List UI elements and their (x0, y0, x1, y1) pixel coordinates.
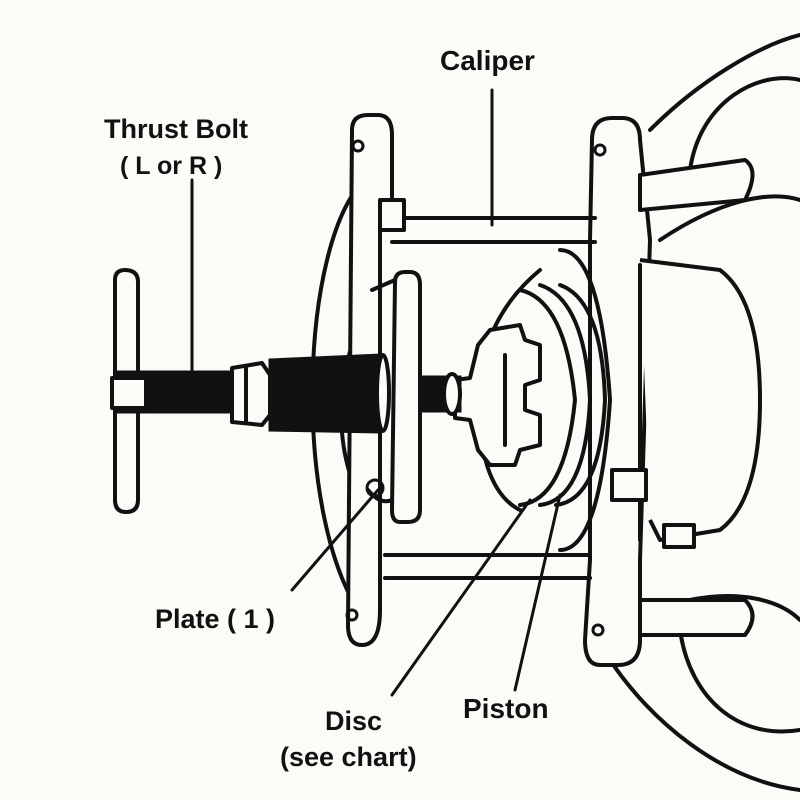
plate (365, 270, 422, 524)
label-plate: Plate ( 1 ) (155, 604, 275, 634)
leader-lines (190, 88, 562, 697)
label-piston: Piston (463, 693, 549, 724)
label-thrust-bolt-note: ( L or R ) (120, 152, 222, 180)
label-disc-note: (see chart) (280, 742, 417, 772)
caliper-body (345, 113, 762, 667)
knuckle-outline (608, 33, 800, 792)
label-disc: Disc (325, 706, 382, 736)
piston-assembly (453, 248, 612, 552)
thrust-bolt (110, 268, 462, 514)
label-thrust-bolt: Thrust Bolt (104, 114, 248, 144)
label-caliper: Caliper (440, 45, 535, 76)
